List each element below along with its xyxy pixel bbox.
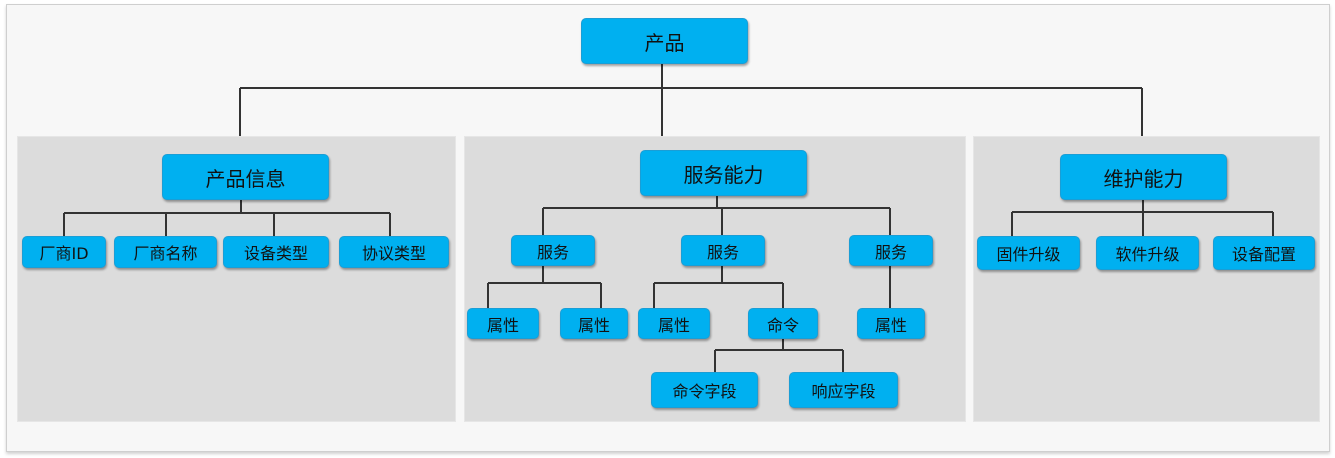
leaf-vendor-name: 厂商名称 xyxy=(114,236,217,268)
root-node: 产品 xyxy=(581,18,748,64)
section-node-service-capability: 服务能力 xyxy=(640,150,807,196)
service-node-2: 服务 xyxy=(681,235,765,266)
service-node-3: 服务 xyxy=(849,235,933,266)
section-node-product-info: 产品信息 xyxy=(162,154,329,200)
attribute-node: 属性 xyxy=(638,308,710,339)
leaf-protocol-type: 协议类型 xyxy=(339,236,449,268)
leaf-firmware-upgrade: 固件升级 xyxy=(977,236,1080,270)
leaf-device-type: 设备类型 xyxy=(223,236,329,268)
service-node-1: 服务 xyxy=(511,235,595,266)
leaf-device-configuration: 设备配置 xyxy=(1213,236,1315,270)
leaf-vendor-id: 厂商ID xyxy=(22,236,106,268)
attribute-node: 属性 xyxy=(857,308,925,339)
command-node: 命令 xyxy=(748,308,818,339)
command-field-node: 命令字段 xyxy=(651,372,758,408)
response-field-node: 响应字段 xyxy=(789,372,898,408)
attribute-node: 属性 xyxy=(560,308,628,339)
attribute-node: 属性 xyxy=(467,308,539,339)
leaf-software-upgrade: 软件升级 xyxy=(1096,236,1199,270)
section-node-maintenance-capability: 维护能力 xyxy=(1060,154,1227,200)
